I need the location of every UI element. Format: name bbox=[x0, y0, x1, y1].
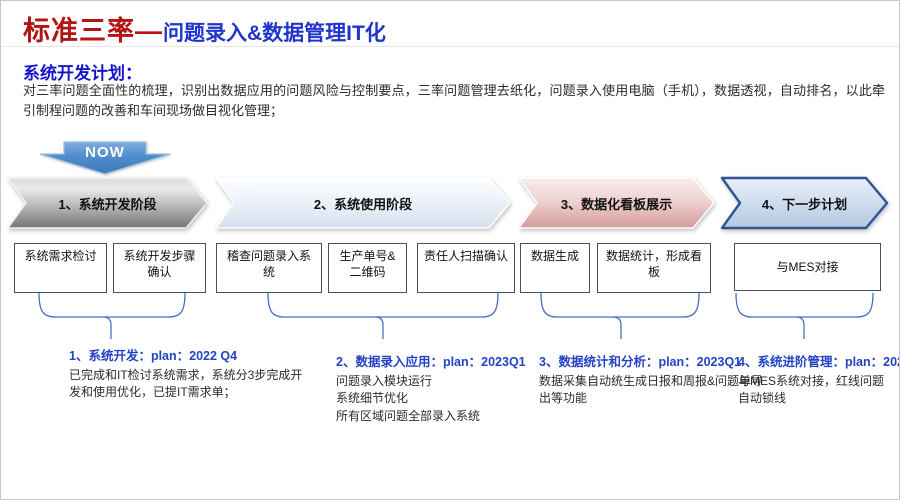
now-down-arrow-icon bbox=[39, 141, 171, 175]
process-box-6: 数据生成 bbox=[520, 243, 590, 293]
process-box-4: 生产单号&二维码 bbox=[328, 243, 407, 293]
stage-label-1: 1、系统开发阶段 bbox=[58, 196, 157, 212]
process-box-5: 责任人扫描确认 bbox=[417, 243, 515, 293]
brace-connectors bbox=[38, 292, 874, 339]
stage-chevron-1 bbox=[7, 177, 208, 229]
stage-label-4: 4、下一步计划 bbox=[761, 196, 848, 212]
plan-body-2: 问题录入模块运行 系统细节优化 所有区域问题全部录入系统 bbox=[336, 374, 481, 423]
process-box-2: 系统开发步骤确认 bbox=[113, 243, 206, 293]
plan-body-1: 已完成和IT检讨系统需求，系统分3步完成开发和使用优化，已提IT需求单； bbox=[69, 368, 303, 400]
plan-heading-2: 2、数据录入应用：plan：2023Q1 bbox=[336, 355, 526, 369]
plan-heading-1: 1、系统开发：plan：2022 Q4 bbox=[69, 349, 238, 363]
title-divider bbox=[1, 46, 899, 47]
process-box-7: 数据统计，形成看板 bbox=[597, 243, 711, 293]
stage-label-3: 3、数据化看板展示 bbox=[560, 196, 673, 212]
process-box-3: 稽查问题录入系统 bbox=[216, 243, 322, 293]
page-title: 标准三率—问题录入&数据管理IT化 bbox=[23, 9, 386, 48]
plan-body-3: 数据采集自动统生成日报和周报&问题单导出等功能 bbox=[539, 374, 764, 406]
plan-block-4: 4、系统进阶管理：plan：2023Q1 与MES系统对接，红线问题自动锁线 bbox=[738, 351, 899, 408]
process-box-8: 与MES对接 bbox=[734, 243, 881, 291]
now-label: NOW bbox=[85, 144, 125, 161]
plan-heading-4: 4、系统进阶管理：plan：2023Q1 bbox=[738, 355, 899, 369]
plan-block-2: 2、数据录入应用：plan：2023Q1 问题录入模块运行 系统细节优化 所有区… bbox=[336, 351, 566, 425]
section-paragraph: 对三率问题全面性的梳理，识别出数据应用的问题风险与控制要点，三率问题管理去纸化，… bbox=[23, 83, 885, 119]
stage-chevron-4 bbox=[720, 176, 889, 230]
plan-block-3: 3、数据统计和分析：plan：2023Q1 数据采集自动统生成日报和周报&问题单… bbox=[539, 351, 767, 408]
stage-chevron-2 bbox=[215, 177, 511, 229]
stage-chevron-3 bbox=[518, 177, 715, 229]
title-red-part: 标准三率— bbox=[23, 16, 163, 46]
plan-body-4: 与MES系统对接，红线问题自动锁线 bbox=[738, 374, 885, 406]
plan-block-1: 1、系统开发：plan：2022 Q4 已完成和IT检讨系统需求，系统分3步完成… bbox=[69, 345, 311, 402]
process-box-1: 系统需求检讨 bbox=[14, 243, 107, 293]
stage-label-2: 2、系统使用阶段 bbox=[313, 196, 413, 212]
plan-heading-3: 3、数据统计和分析：plan：2023Q1 bbox=[539, 355, 742, 369]
title-blue-part: 问题录入&数据管理IT化 bbox=[163, 22, 386, 45]
section-heading: 系统开发计划： bbox=[23, 64, 142, 83]
